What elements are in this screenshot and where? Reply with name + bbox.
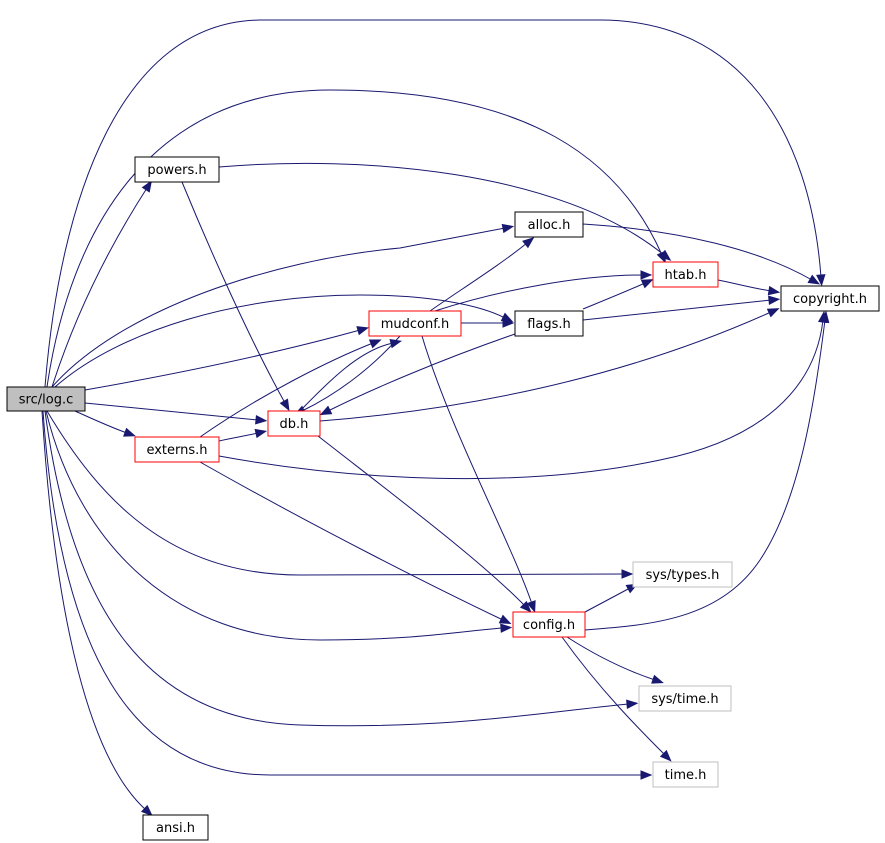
node-box xyxy=(368,310,462,337)
node-box xyxy=(142,814,209,841)
node-time-h[interactable]: time.h xyxy=(652,761,719,788)
node-mudconf-h[interactable]: mudconf.h xyxy=(368,310,462,337)
node-box xyxy=(514,310,584,337)
edge-config-h-to-sys-time-h xyxy=(566,636,664,684)
edge-src-log-c-to-time-h xyxy=(42,410,653,780)
edge-mudconf-h-to-alloc-h xyxy=(429,237,535,312)
node-label: time.h xyxy=(665,768,707,783)
node-label: alloc.h xyxy=(528,218,571,233)
node-label: externs.h xyxy=(146,443,207,458)
edges-layer xyxy=(41,19,830,817)
edge-src-log-c-to-sys-types-h xyxy=(46,410,634,579)
node-externs-h[interactable]: externs.h xyxy=(134,436,220,463)
edge-src-log-c-to-htab-h xyxy=(46,89,666,388)
node-box xyxy=(652,761,719,788)
edge-flags-h-to-db-h xyxy=(319,333,516,416)
node-box xyxy=(652,261,719,288)
edge-externs-h-to-copyright-h xyxy=(218,310,828,480)
edge-htab-h-to-copyright-h xyxy=(717,279,781,296)
edge-config-h-to-time-h xyxy=(561,636,672,762)
edge-src-log-c-to-ansi-h xyxy=(41,410,153,817)
edge-src-log-c-to-copyright-h xyxy=(44,19,826,388)
node-label: config.h xyxy=(523,618,575,633)
node-config-h[interactable]: config.h xyxy=(512,611,586,638)
edge-db-h-to-mudconf-h xyxy=(299,338,403,412)
node-label: flags.h xyxy=(527,317,571,332)
edge-mudconf-h-to-db-h xyxy=(293,335,401,416)
edge-config-h-to-sys-types-h xyxy=(584,583,639,613)
edge-mudconf-h-to-htab-h xyxy=(434,270,653,312)
edge-mudconf-h-to-flags-h xyxy=(461,318,515,328)
edge-flags-h-to-copyright-h xyxy=(582,295,781,321)
edge-powers-h-to-db-h xyxy=(181,181,290,412)
node-box xyxy=(134,436,220,463)
node-box xyxy=(134,156,220,183)
node-label: ansi.h xyxy=(156,821,195,836)
node-box xyxy=(512,611,586,638)
node-label: mudconf.h xyxy=(381,317,450,332)
node-flags-h[interactable]: flags.h xyxy=(514,310,584,337)
node-box xyxy=(638,685,732,712)
node-powers-h[interactable]: powers.h xyxy=(134,156,220,183)
node-label: sys/time.h xyxy=(651,692,718,707)
node-htab-h[interactable]: htab.h xyxy=(652,261,719,288)
edge-src-log-c-to-powers-h xyxy=(51,180,153,388)
node-sys-time-h[interactable]: sys/time.h xyxy=(638,685,732,712)
edge-alloc-h-to-copyright-h xyxy=(582,223,821,285)
node-box xyxy=(514,211,584,238)
node-copyright-h[interactable]: copyright.h xyxy=(780,285,880,312)
edge-src-log-c-to-db-h xyxy=(84,402,268,425)
node-label: powers.h xyxy=(147,163,206,178)
edge-db-h-to-copyright-h xyxy=(319,308,780,422)
node-db-h[interactable]: db.h xyxy=(267,410,321,437)
node-box xyxy=(632,561,733,588)
node-src-log-c[interactable]: src/log.c xyxy=(6,386,86,412)
node-box xyxy=(267,410,321,437)
edge-src-log-c-to-sys-time-h xyxy=(44,410,639,727)
edge-externs-h-to-mudconf-h xyxy=(199,339,382,438)
node-box xyxy=(6,386,86,412)
edge-src-log-c-to-externs-h xyxy=(74,410,136,437)
node-label: src/log.c xyxy=(19,393,73,408)
node-box xyxy=(780,285,880,312)
edge-src-log-c-to-mudconf-h xyxy=(84,326,370,391)
edge-src-log-c-to-config-h xyxy=(45,410,513,641)
edge-externs-h-to-db-h xyxy=(218,428,268,442)
edge-flags-h-to-htab-h xyxy=(582,279,654,310)
nodes-layer: src/log.c powers.h alloc.h htab.h copyright.… xyxy=(6,156,880,841)
node-ansi-h[interactable]: ansi.h xyxy=(142,814,209,841)
edge-config-h-to-copyright-h xyxy=(584,310,830,631)
edge-db-h-to-config-h xyxy=(317,435,532,613)
edge-mudconf-h-to-config-h xyxy=(421,335,536,613)
node-sys-types-h[interactable]: sys/types.h xyxy=(632,561,733,588)
node-label: htab.h xyxy=(665,268,707,283)
node-alloc-h[interactable]: alloc.h xyxy=(514,211,584,238)
edge-powers-h-to-htab-h xyxy=(218,162,672,261)
node-label: copyright.h xyxy=(793,292,867,307)
node-label: db.h xyxy=(280,417,309,432)
edge-externs-h-to-config-h xyxy=(199,461,512,625)
node-label: sys/types.h xyxy=(646,568,720,583)
edge-src-log-c-to-alloc-h xyxy=(51,223,515,388)
